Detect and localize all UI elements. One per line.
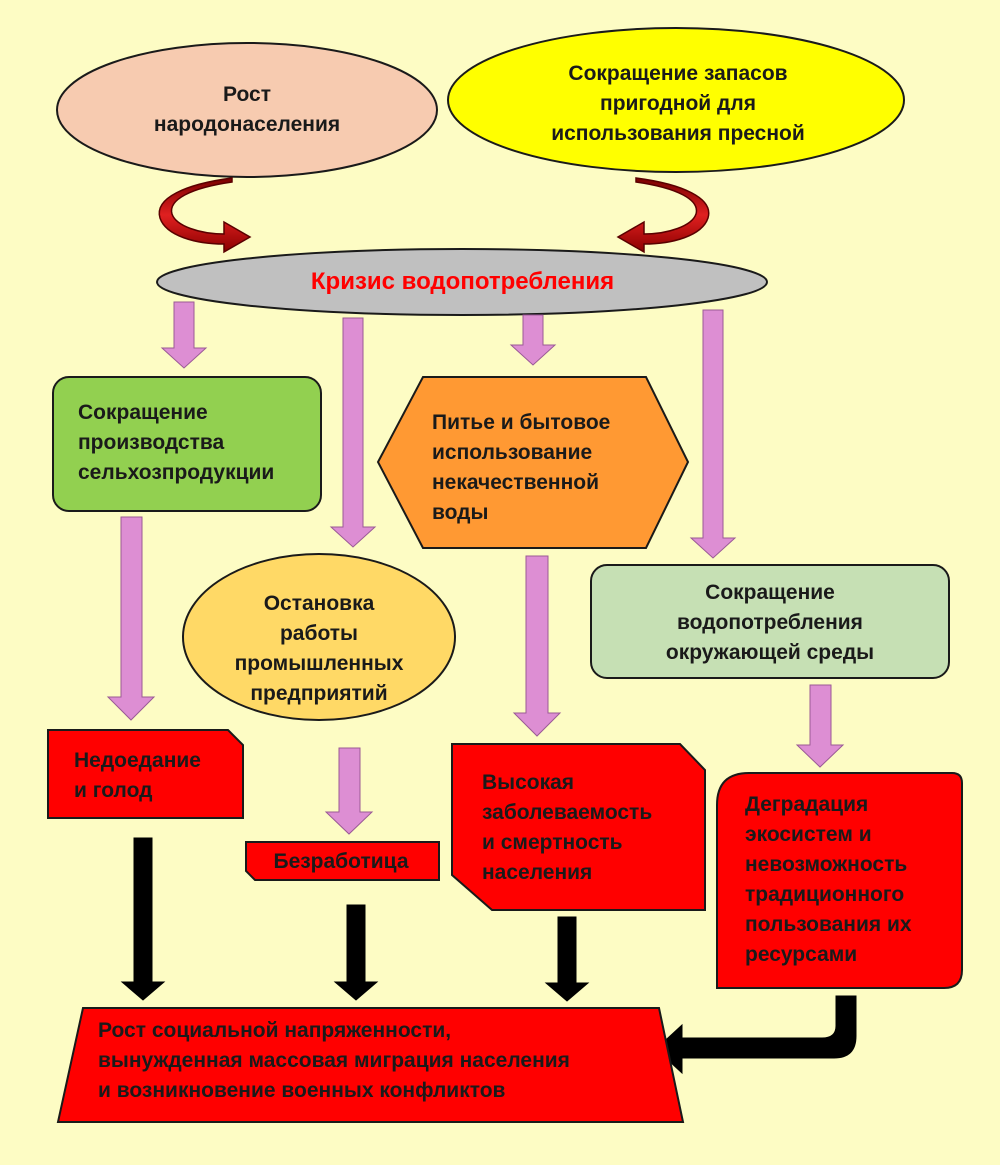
env-water-decline-shape xyxy=(590,564,950,679)
env-water-decline-label: Сокращение водопотребления окружающей ср… xyxy=(665,581,875,664)
arrow-degradation-to-social xyxy=(655,995,857,1075)
curved-arrow-left xyxy=(158,177,252,254)
arrow-malnutrition-to-social xyxy=(120,837,166,1001)
malnutrition-shape xyxy=(47,729,244,819)
arrow-agri-to-malnutrition xyxy=(106,516,156,721)
arrow-crisis-to-industry xyxy=(329,317,377,548)
agri-decline-label: Сокращение производства сельхозпродукции xyxy=(78,401,275,484)
social-tension-shape xyxy=(56,1007,685,1123)
high-morbidity-shape xyxy=(451,743,706,911)
arrow-water-to-morbidity xyxy=(512,555,562,737)
curved-arrow-right xyxy=(616,177,710,254)
industry-stop-shape xyxy=(182,553,456,721)
arrow-crisis-to-agri xyxy=(160,301,208,369)
unemployment-shape xyxy=(245,841,440,881)
freshwater-decline-shape xyxy=(447,27,905,173)
arrow-industry-to-unemployment xyxy=(324,747,374,835)
social-tension-label: Рост социальной напряженности, вынужденн… xyxy=(98,1019,570,1102)
arrow-morbidity-to-social xyxy=(544,916,590,1002)
water-crisis-shape xyxy=(156,248,768,316)
ecosystem-degradation-label: Деградация экосистем и невозможность тра… xyxy=(745,793,912,966)
arrow-crisis-to-env xyxy=(689,309,737,559)
malnutrition-label: Недоедание и голод xyxy=(74,749,201,802)
unemployment-label: Безработица xyxy=(273,850,409,873)
arrow-crisis-to-water xyxy=(509,314,557,366)
high-morbidity-label: Высокая заболеваемость и смертность насе… xyxy=(482,771,653,884)
population-growth-shape xyxy=(56,42,438,178)
agri-decline-shape xyxy=(52,376,322,512)
freshwater-decline-label: Сокращение запасов пригодной для использ… xyxy=(551,62,805,145)
ecosystem-degradation-shape xyxy=(716,772,963,989)
arrow-unemployment-to-social xyxy=(333,904,379,1001)
arrow-env-to-degradation xyxy=(795,684,845,768)
bad-water-use-shape xyxy=(376,376,690,549)
population-growth-label: Рост народонаселения xyxy=(153,83,341,136)
water-crisis-label: Кризис водопотребления xyxy=(310,268,615,295)
bad-water-use-label: Питье и бытовое использование некачестве… xyxy=(432,411,611,524)
industry-stop-label: Остановка работы промышленных предприяти… xyxy=(234,592,404,705)
